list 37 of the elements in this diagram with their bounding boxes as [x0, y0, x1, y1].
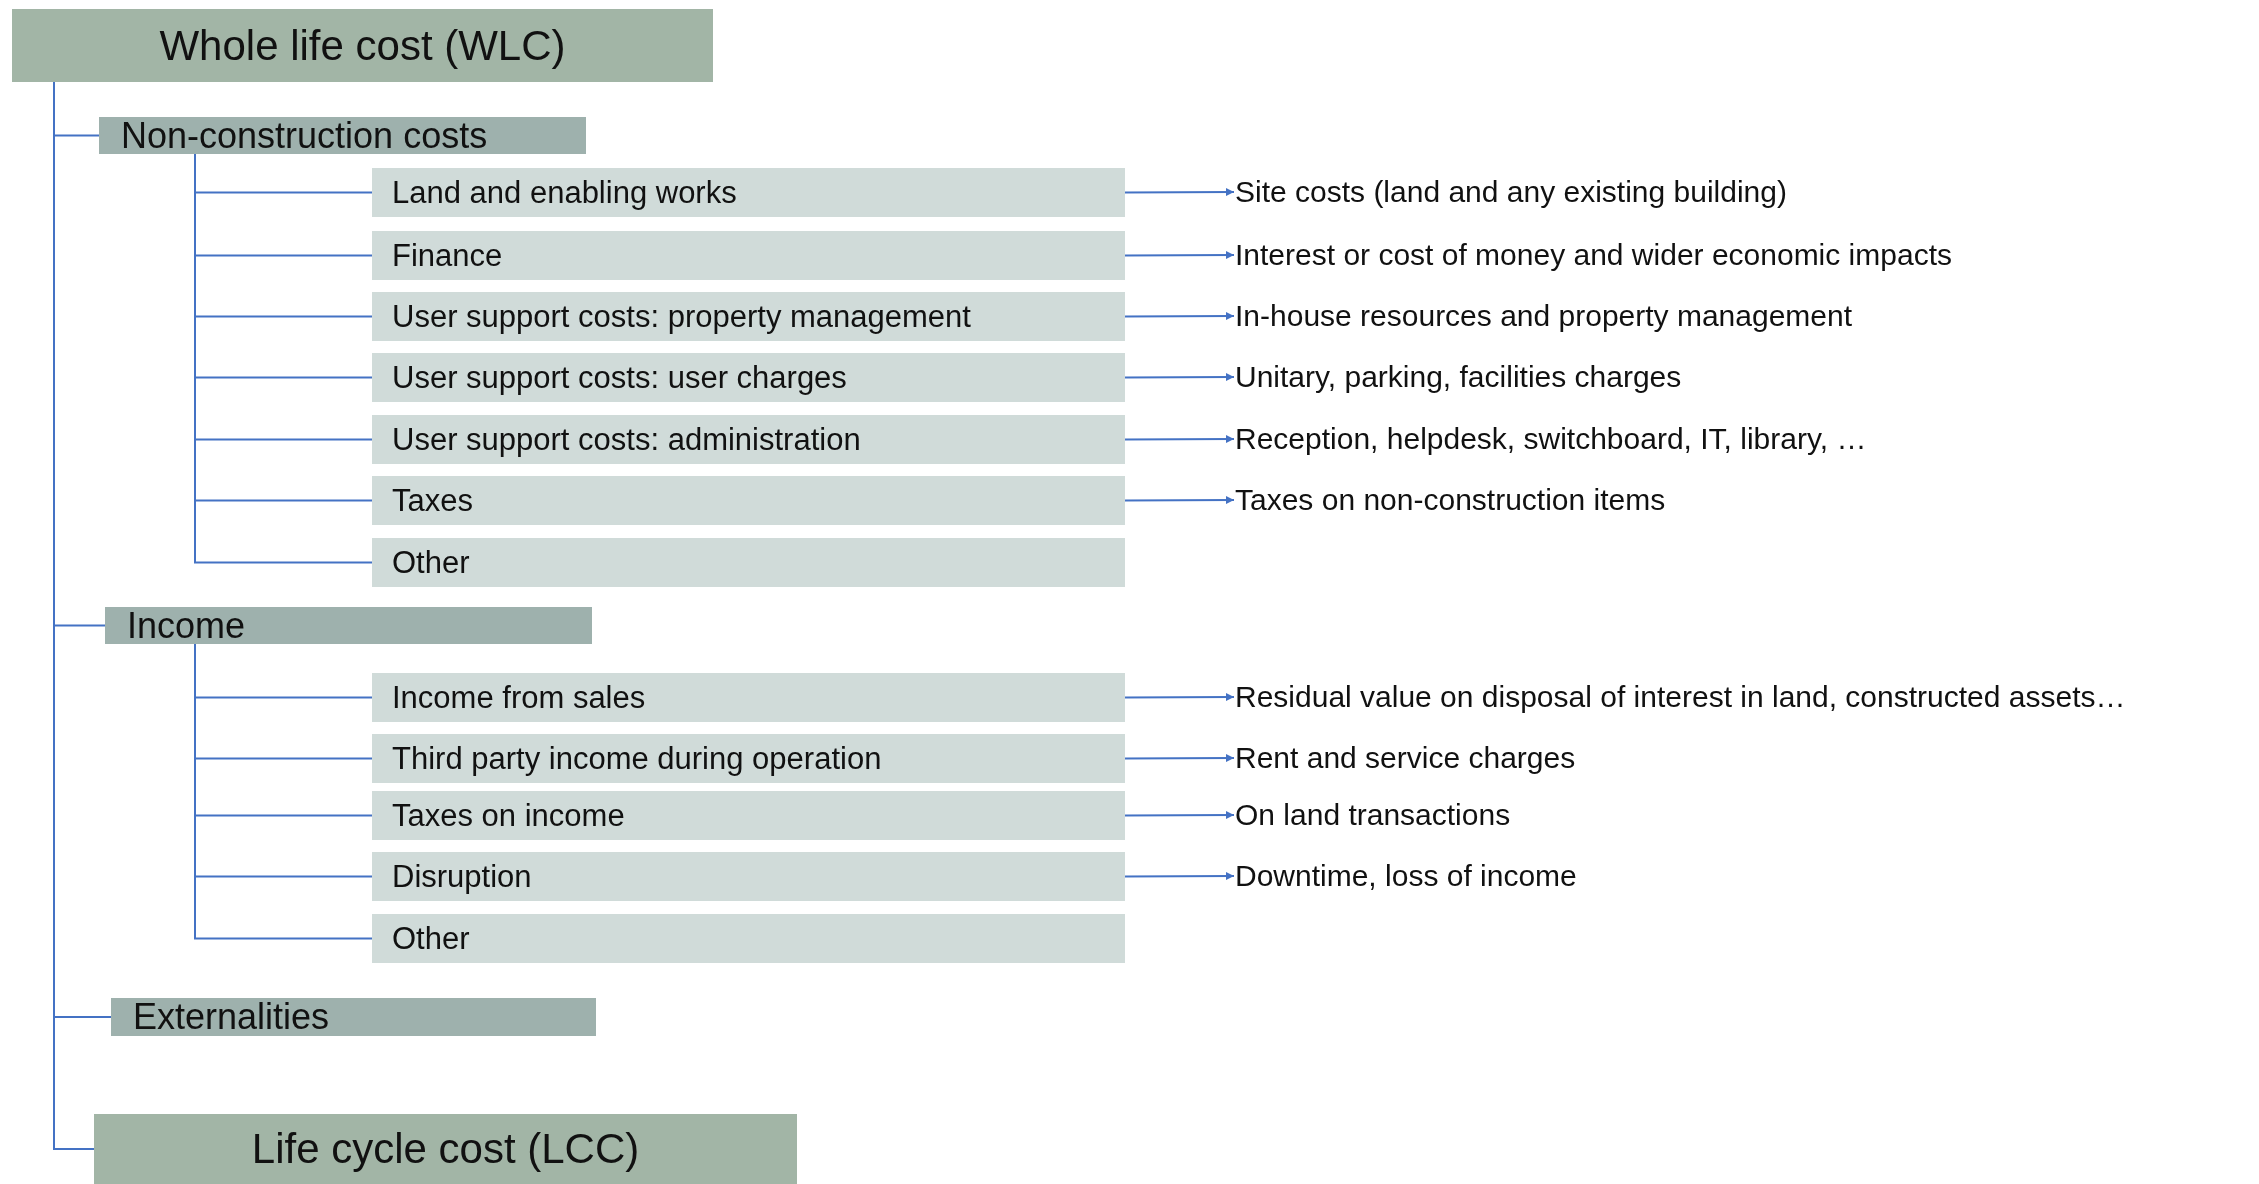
category-box: Externalities: [111, 998, 596, 1036]
arrow: [1124, 251, 1235, 260]
cost-item-box: Taxes on income: [372, 791, 1125, 840]
description-text: On land transactions: [1235, 795, 1511, 835]
description-text: Rent and service charges: [1235, 738, 1576, 778]
cost-item-box: Land and enabling works: [372, 168, 1125, 217]
cost-item-box: Taxes: [372, 476, 1125, 525]
category-box: Non-construction costs: [99, 117, 586, 154]
cost-item-box: User support costs: user charges: [372, 353, 1125, 402]
arrow: [1124, 872, 1235, 881]
description-text: Interest or cost of money and wider economic impacts: [1235, 235, 1952, 275]
description-text: Residual value on disposal of interest in land, constructed assets…: [1235, 677, 2126, 717]
description-text: Downtime, loss of income: [1235, 856, 1577, 896]
arrow: [1124, 754, 1235, 763]
arrow: [1124, 693, 1235, 702]
cost-item-box: Income from sales: [372, 673, 1125, 722]
cost-item-box: Third party income during operation: [372, 734, 1125, 783]
heading-box: Life cycle cost (LCC): [94, 1114, 797, 1184]
description-text: Unitary, parking, facilities charges: [1235, 357, 1682, 397]
arrow: [1124, 435, 1235, 444]
description-text: Taxes on non-construction items: [1235, 480, 1666, 520]
cost-item-box: User support costs: administration: [372, 415, 1125, 464]
heading-box: Whole life cost (WLC): [12, 9, 713, 82]
arrow: [1124, 496, 1235, 505]
cost-item-box: Other: [372, 914, 1125, 963]
arrow: [1124, 373, 1235, 382]
description-text: Site costs (land and any existing building): [1235, 172, 1787, 212]
description-text: In-house resources and property management: [1235, 296, 1853, 336]
arrow: [1124, 188, 1235, 197]
description-text: Reception, helpdesk, switchboard, IT, library, …: [1235, 419, 1867, 459]
category-box: Income: [105, 607, 592, 644]
cost-item-box: Finance: [372, 231, 1125, 280]
arrow: [1124, 312, 1235, 321]
cost-item-box: Disruption: [372, 852, 1125, 901]
cost-item-box: Other: [372, 538, 1125, 587]
cost-item-box: User support costs: property management: [372, 292, 1125, 341]
arrow: [1124, 811, 1235, 820]
